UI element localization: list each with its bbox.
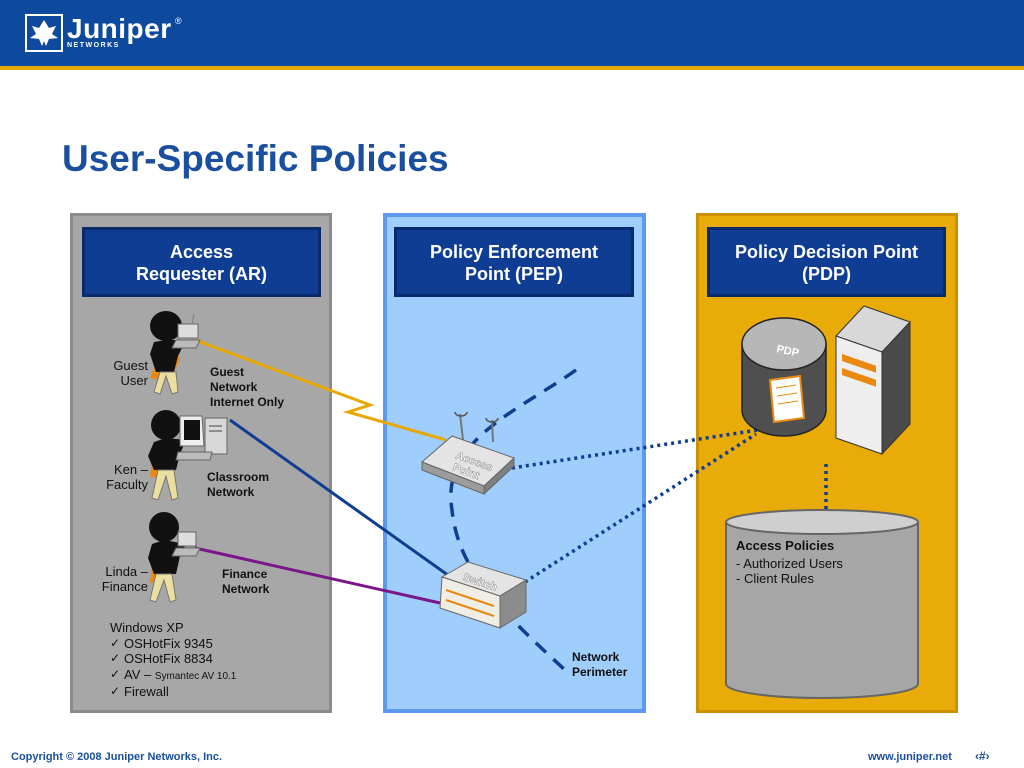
access-policies-title: Access Policies (736, 538, 835, 553)
access-policies-item: - Client Rules (736, 571, 815, 586)
client-health-checks: Windows XP OSHotFix 9345 OSHotFix 8834 A… (110, 620, 236, 700)
check-item-text: AV – (124, 666, 155, 682)
classroom-network-label-line1: Classroom (207, 470, 270, 484)
check-item-text: OSHotFix 9345 (124, 635, 213, 651)
finance-link-line (194, 546, 441, 605)
network-perimeter-line (449, 368, 578, 672)
access-policies-text: Access Policies - Authorized Users - Cli… (736, 538, 843, 586)
linda-finance-label-line1: Linda – (105, 564, 148, 579)
network-perimeter-label: Network Perimeter (572, 650, 627, 680)
client-os-label: Windows XP (110, 620, 184, 635)
ap-to-pdp-link (511, 428, 759, 470)
finance-network-label-line1: Finance (222, 567, 268, 581)
access-requester-header-line1: Access (169, 242, 234, 262)
network-perimeter-label-line2: Perimeter (572, 665, 628, 679)
access-policies-database-icon (725, 509, 919, 699)
classroom-network-label-line2: Network (207, 485, 255, 499)
guest-network-label: Guest Network Internet Only (210, 365, 284, 410)
finance-network-label: Finance Network (222, 567, 269, 597)
linda-finance-label: Linda – Finance (78, 564, 148, 594)
access-requester-header: Access Requester (AR) (82, 227, 321, 297)
logo-subtitle: NETWORKS (67, 42, 120, 49)
finance-network-label-line2: Network (222, 582, 270, 596)
guest-user-label-line2: User (120, 373, 148, 388)
check-item: Firewall (110, 684, 236, 700)
footer-copyright: Copyright © 2008 Juniper Networks, Inc. (11, 751, 223, 763)
logo-wordmark: Juniper (67, 13, 172, 44)
policy-decision-header-line2: (PDP) (802, 264, 851, 284)
header-rule (0, 66, 1024, 70)
guest-network-label-line2: Network (210, 380, 258, 394)
ken-faculty-label-line2: Faculty (106, 477, 148, 492)
guest-user-icon (150, 311, 201, 395)
footer-url[interactable]: www.juniper.net (868, 751, 952, 763)
check-item: OSHotFix 8834 (110, 651, 236, 667)
guest-link-line (194, 338, 447, 442)
header-bar (0, 0, 1024, 66)
ken-faculty-label-line1: Ken – (114, 462, 148, 477)
pdp-disk-label: PDP (775, 343, 800, 359)
logo-registered-mark: ® (175, 16, 182, 26)
guest-user-label-line1: Guest (113, 358, 148, 373)
juniper-leaf-icon (25, 14, 63, 52)
check-item-text: OSHotFix 8834 (124, 651, 213, 666)
network-perimeter-label-line1: Network (572, 650, 620, 664)
ken-faculty-label: Ken – Faculty (78, 462, 148, 492)
policy-enforcement-header: Policy Enforcement Point (PEP) (394, 227, 634, 297)
juniper-logo: Juniper ® NETWORKS (25, 13, 185, 54)
check-item: OSHotFix 9345 (110, 636, 236, 652)
access-policies-item: - Authorized Users (736, 556, 843, 571)
classroom-network-label: Classroom Network (207, 470, 269, 500)
policy-decision-header: Policy Decision Point (PDP) (707, 227, 946, 297)
guest-user-label: Guest User (88, 358, 148, 388)
policy-decision-header-line1: Policy Decision Point (734, 242, 919, 262)
ken-faculty-icon (148, 410, 228, 501)
policy-enforcement-header-line2: Point (PEP) (465, 264, 563, 284)
switch-to-pdp-link (524, 432, 757, 584)
classroom-link-line (229, 418, 453, 580)
access-point-icon: Access Point (421, 411, 515, 496)
guest-network-label-line3: Internet Only (210, 395, 285, 409)
footer-page-number: ‹#› (975, 749, 990, 763)
linda-finance-icon (148, 512, 201, 603)
check-item: AV – Symantec AV 10.1 (110, 667, 236, 685)
linda-finance-label-line2: Finance (101, 579, 148, 594)
policy-enforcement-header-line1: Policy Enforcement (429, 242, 599, 262)
check-item-text: Firewall (124, 684, 169, 699)
slide-title: User-Specific Policies (62, 138, 449, 179)
check-item-detail: Symantec AV 10.1 (154, 670, 237, 682)
guest-network-label-line1: Guest (210, 365, 245, 379)
pdp-server-icon: PDP (741, 305, 911, 456)
access-requester-header-line2: Requester (AR) (135, 264, 268, 284)
switch-icon: Switch (439, 561, 528, 629)
